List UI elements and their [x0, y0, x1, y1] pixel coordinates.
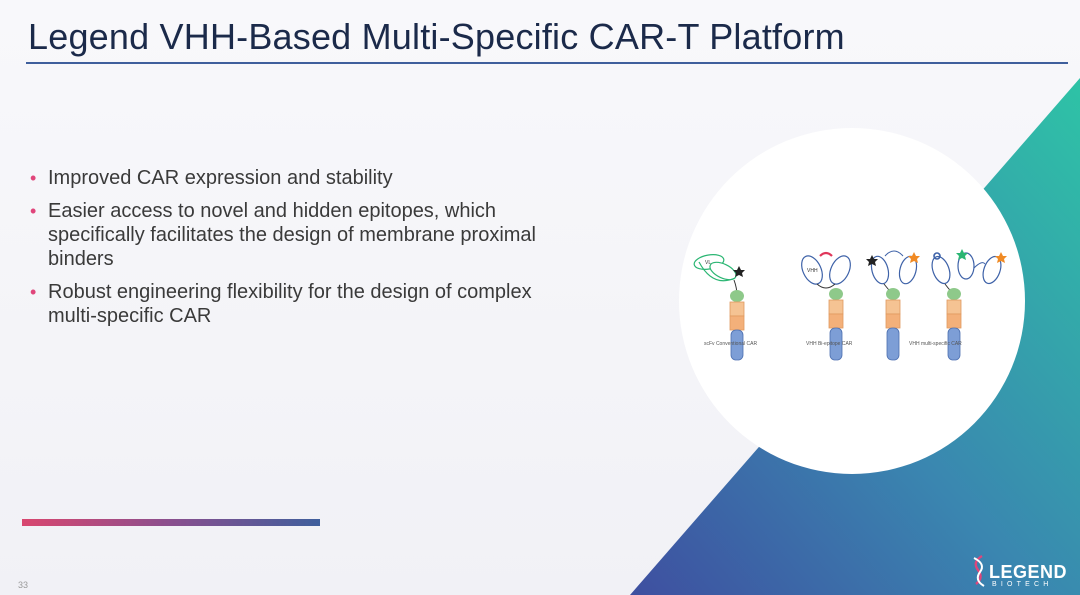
vhh-biepitope-car-construct: VHH: [801, 251, 851, 361]
vhh-multispecific-car-construct-b: [931, 249, 1007, 361]
diagram-circle: VL VHH: [679, 128, 1025, 474]
logo-wordmark: LEGEND: [989, 562, 1068, 582]
vhh-multispecific-car-construct-a: [866, 250, 920, 361]
accent-gradient-bar: [22, 519, 320, 526]
bullet-dot-icon: •: [30, 168, 37, 188]
bullet-list: • Improved CAR expression and stability •…: [28, 166, 548, 337]
bullet-item: • Easier access to novel and hidden epito…: [28, 199, 548, 271]
car-constructs-diagram: VL VHH: [693, 249, 1007, 361]
page-number: 33: [18, 580, 29, 590]
svg-text:VHH: VHH: [807, 268, 818, 274]
slide-title: Legend VHH-Based Multi-Specific CAR-T Pl…: [28, 16, 845, 57]
bullet-text: Easier access to novel and hidden epitop…: [48, 200, 536, 270]
bullet-text: Improved CAR expression and stability: [48, 167, 393, 189]
caption-scfv: scFv Conventional CAR: [704, 341, 758, 347]
title-underline: [26, 62, 1068, 64]
bullet-item: • Robust engineering flexibility for the …: [28, 280, 548, 328]
svg-text:VL: VL: [705, 260, 711, 266]
legend-biotech-logo: LEGEND BIOTECH: [968, 552, 1068, 590]
bullet-item: • Improved CAR expression and stability: [28, 166, 548, 190]
caption-vhh-biepitope: VHH Bi-epitope CAR: [806, 341, 853, 347]
bullet-text: Robust engineering flexibility for the d…: [48, 281, 532, 327]
logo-subtext: BIOTECH: [992, 581, 1053, 588]
caption-vhh-multispecific: VHH multi-specific CAR: [909, 341, 962, 347]
legend-logo-icon: [973, 554, 985, 587]
bullet-dot-icon: •: [30, 201, 37, 221]
scfv-car-construct: VL: [693, 254, 745, 361]
bullet-dot-icon: •: [30, 282, 37, 302]
